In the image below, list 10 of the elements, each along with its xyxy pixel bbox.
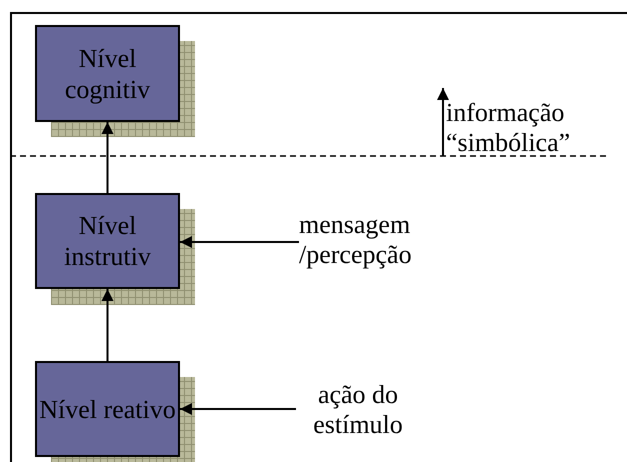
level-box: Nível cognitiv [35,25,180,122]
level-box: Nível instrutiv [35,193,180,289]
annotation-text: informação “simbólica” [446,98,606,158]
arrow [102,122,114,193]
arrow [180,236,299,248]
annotation-text: mensagem /percepção [299,210,449,270]
arrow [180,403,296,415]
arrow [102,289,114,361]
annotation-text: ação do estímulo [296,380,420,440]
level-box: Nível reativo [35,361,180,457]
